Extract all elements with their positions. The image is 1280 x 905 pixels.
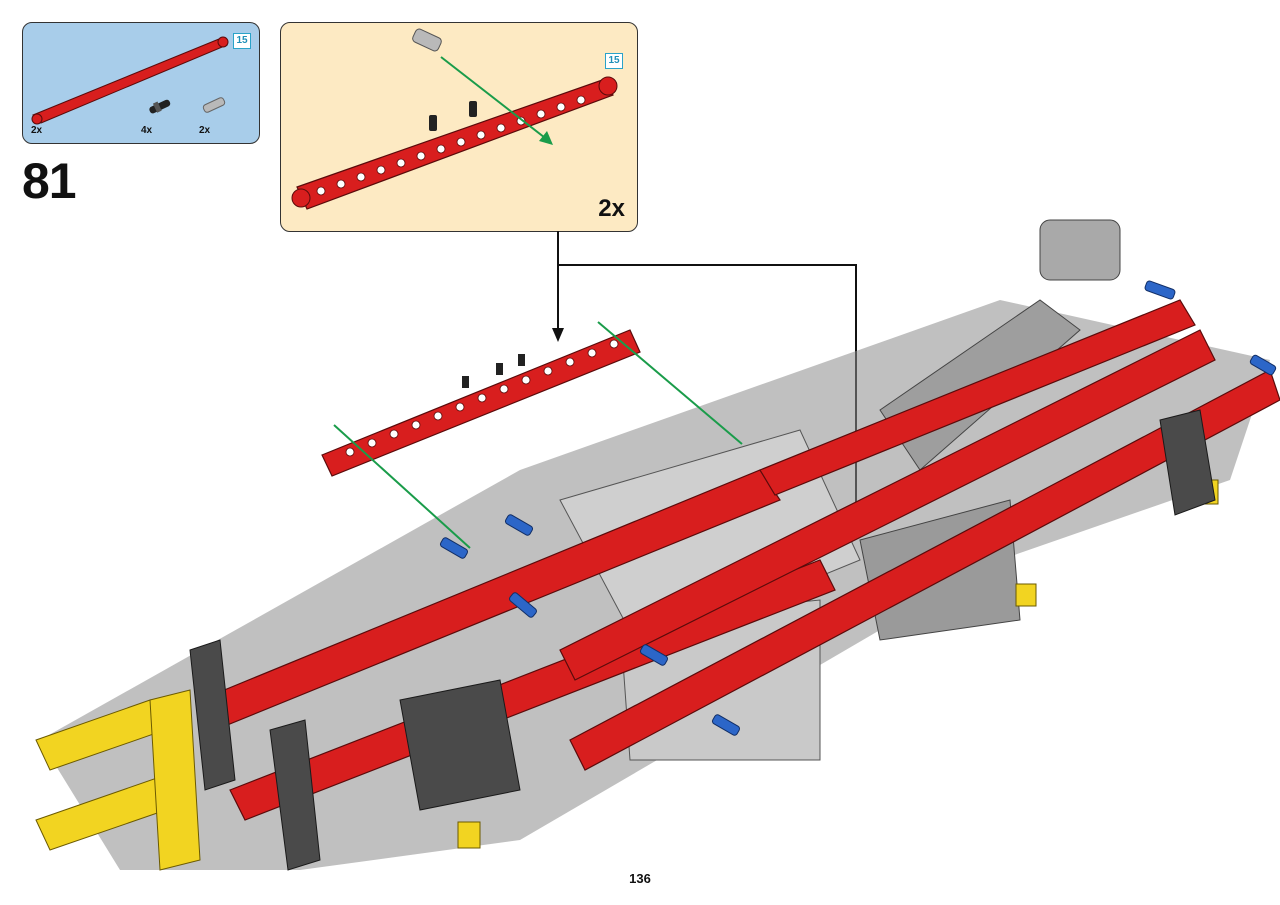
black-pin-icon [149,99,171,114]
parts-list-callout: 15 2x 4x 2x [22,22,260,144]
part-quantity: 2x [31,125,43,136]
step-number: 81 [22,153,77,209]
arrow-head-icon [552,328,564,342]
black-pin-icon [429,101,477,131]
placement-guide-lines [333,321,743,549]
submodel-illustration [291,28,618,210]
insertion-arrow [440,56,550,142]
callout-connector [557,231,857,515]
page-number: 136 [629,871,651,886]
beam-holes [316,95,586,196]
red-frame-beams [199,299,1280,821]
chassis-body [40,219,1270,870]
arrow-head-icon [539,131,553,145]
red-beam-icon [31,36,229,125]
submodel-callout: 15 2x [280,22,638,232]
parts-list-illustration [31,36,229,125]
grey-pin-icon [202,97,226,113]
beam-length-badge: 15 [233,33,251,49]
yellow-beams [35,479,1219,871]
red-beam-icon [291,76,618,210]
part-quantity: 2x [199,125,211,136]
new-red-beam [321,329,641,477]
arrow-head-icon [850,512,862,526]
blue-pins [439,280,1277,736]
dark-grey-beams [189,409,1216,871]
grey-pin-icon [412,28,442,52]
part-quantity: 4x [141,125,153,136]
submodel-quantity: 2x [598,195,625,222]
beam-length-badge: 15 [605,53,623,69]
